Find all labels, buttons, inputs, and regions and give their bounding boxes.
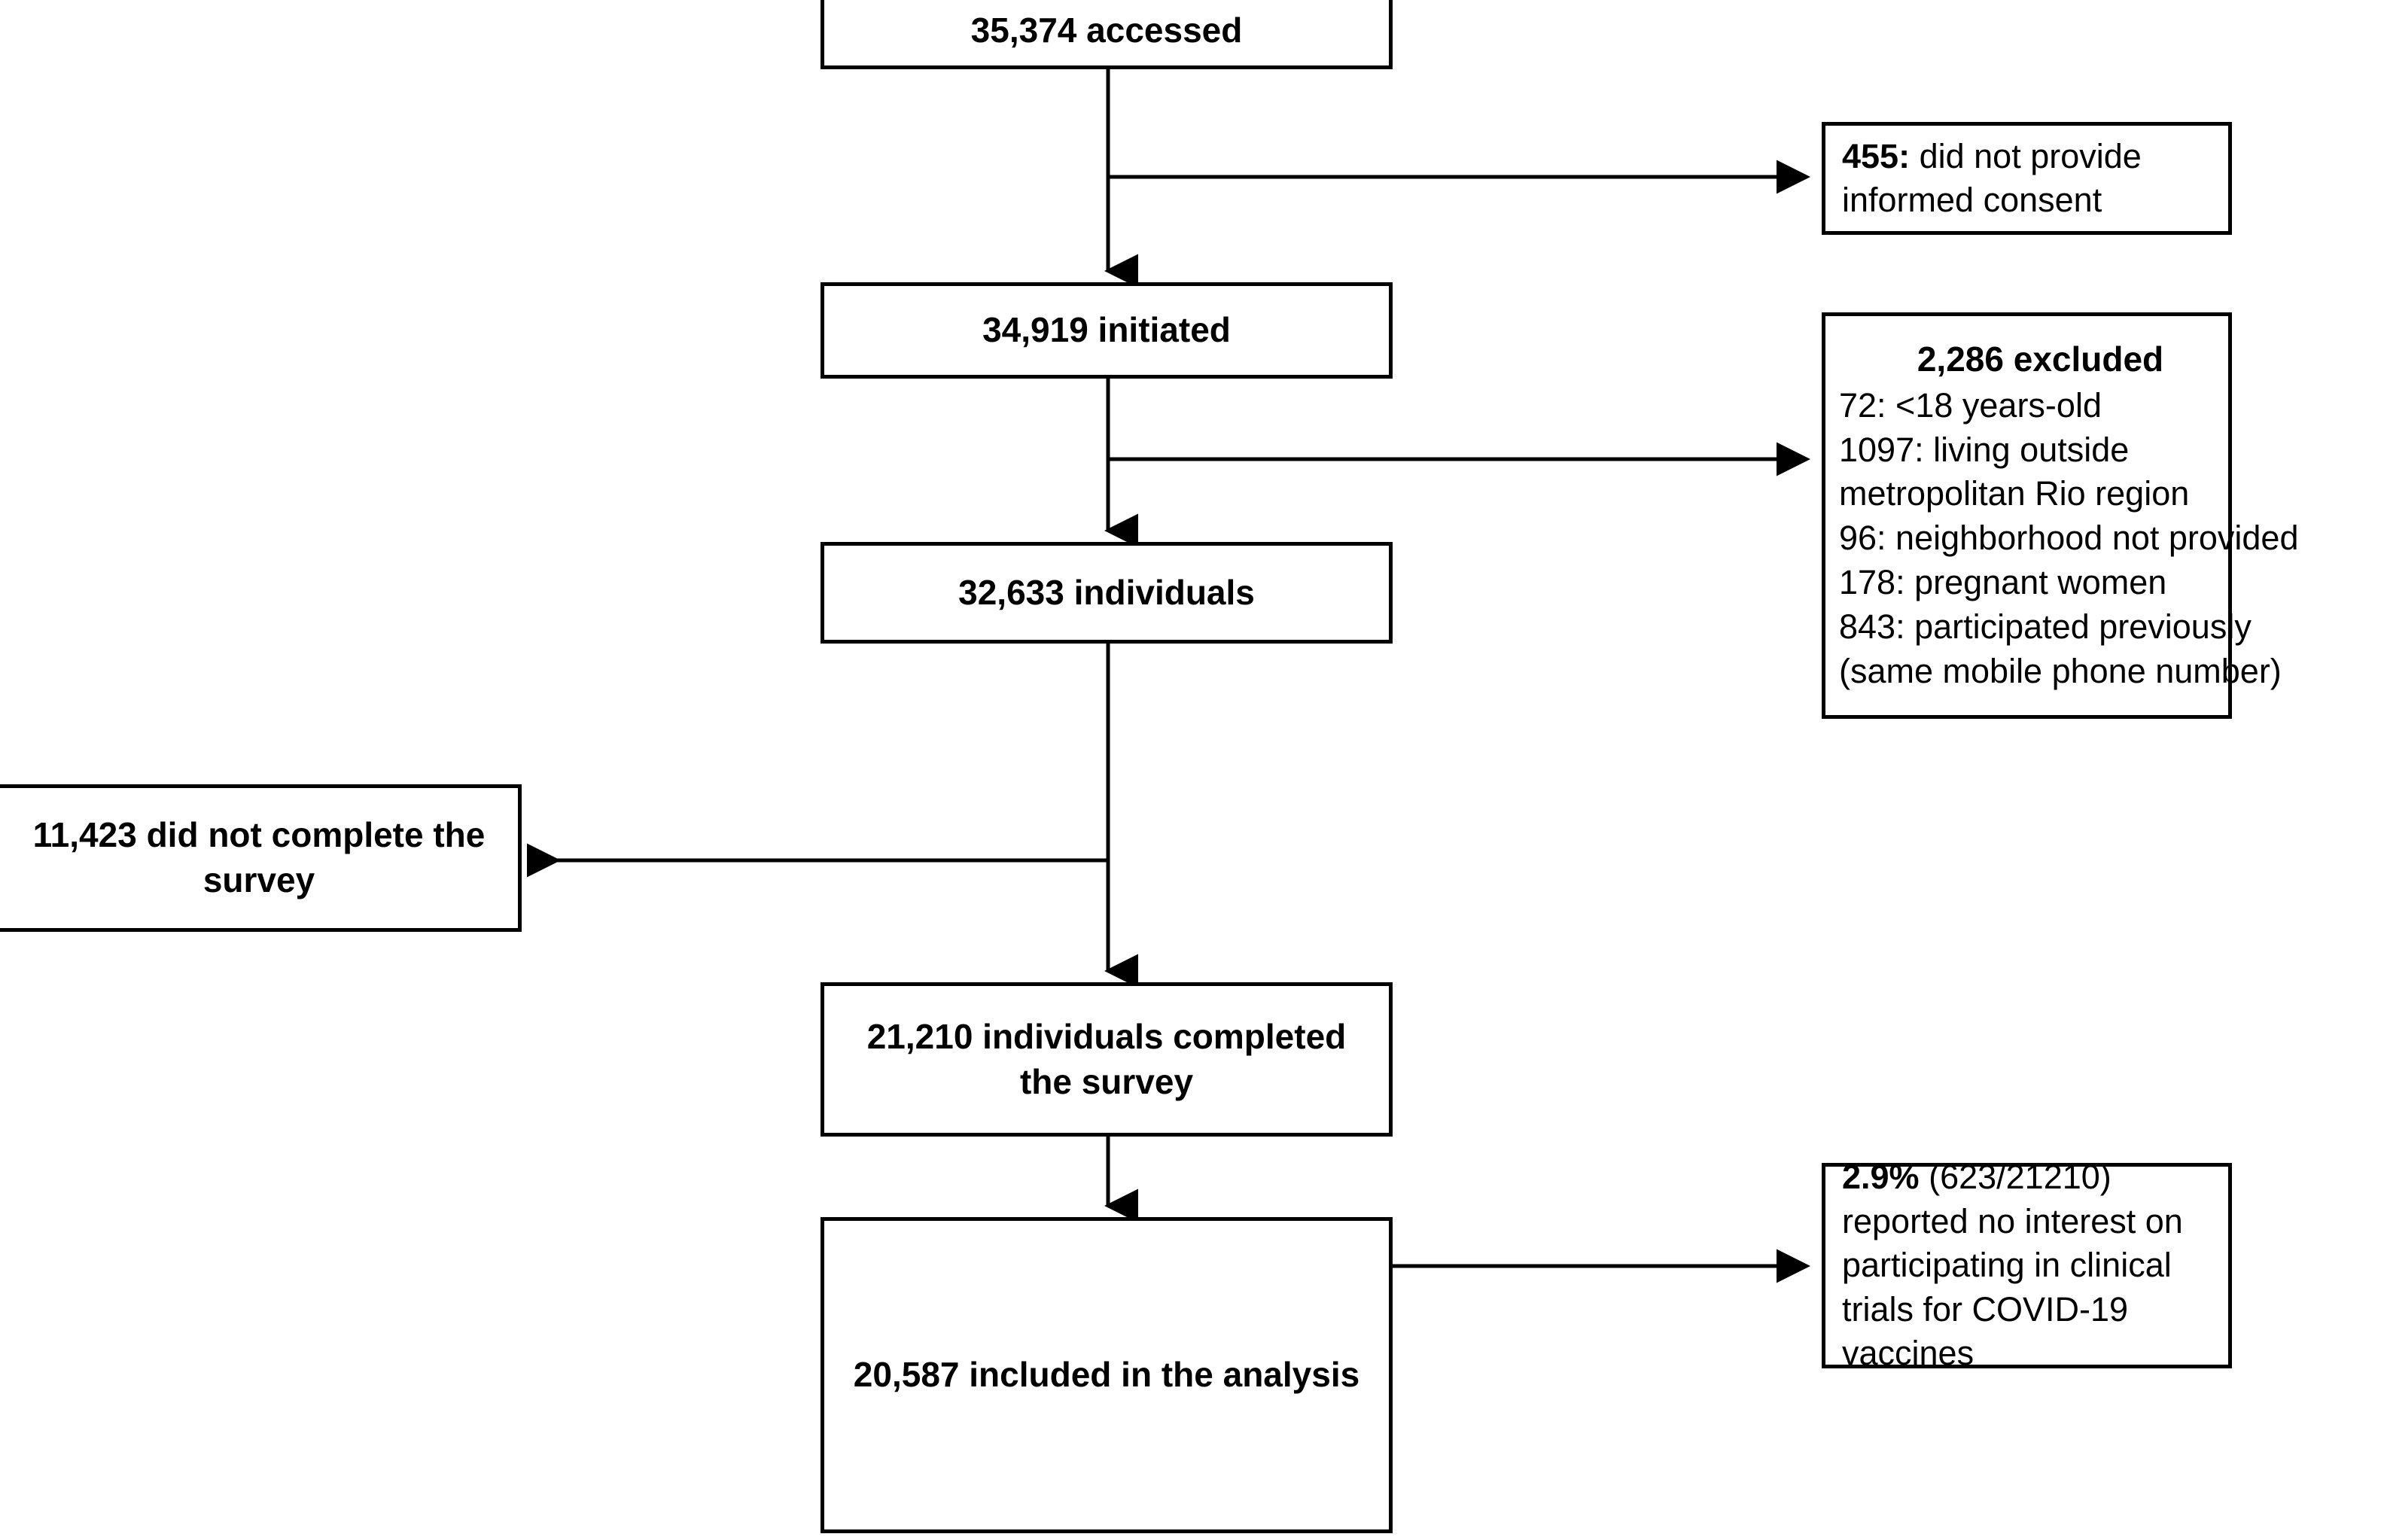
node-excluded-heading: 2,286 excluded — [1917, 339, 2164, 379]
node-not-completed-label: 11,423 did not complete the survey — [32, 815, 486, 899]
node-excluded-reason: 843: participated previously — [1839, 607, 2252, 647]
node-excluded-reason: 96: neighborhood not provided — [1839, 519, 2299, 558]
node-excluded-reason: 72: <18 years-old — [1839, 385, 2102, 425]
node-no-interest: 2.9% (623/21210) reported no interest on… — [1822, 1158, 2232, 1372]
node-initiated-label: 34,919 initiated — [982, 310, 1231, 350]
node-no-consent-reason: did not provide informed consent — [1842, 136, 2142, 220]
node-initiated: 34,919 initiated — [821, 282, 1393, 379]
node-completed-survey: 21,210 individuals completed the survey — [821, 982, 1393, 1137]
node-no-consent-count: 455: — [1842, 136, 1911, 175]
node-excluded-reason: 178: pregnant women — [1839, 563, 2167, 602]
node-accessed: 35,374 accessed — [821, 0, 1393, 69]
node-no-interest-reason: (623/21210) reported no interest on part… — [1842, 1158, 2183, 1373]
node-individuals: 32,633 individuals — [821, 542, 1393, 644]
node-no-interest-percent: 2.9% — [1842, 1158, 1920, 1197]
node-excluded-reason: metropolitan Rio region — [1839, 474, 2190, 513]
node-no-interest-text: 2.9% (623/21210) reported no interest on… — [1825, 1155, 2228, 1376]
node-no-consent-text: 455: did not provide informed consent — [1825, 135, 2228, 223]
node-no-consent: 455: did not provide informed consent — [1822, 122, 2232, 235]
node-excluded-reason: (same mobile phone number) — [1839, 652, 2282, 691]
node-excluded: 2,286 excluded 72: <18 years-old 1097: l… — [1822, 312, 2299, 719]
node-not-completed: 11,423 did not complete the survey — [0, 784, 522, 932]
node-included-analysis-label: 20,587 included in the analysis — [853, 1355, 1360, 1395]
node-completed-survey-label: 21,210 individuals completed the survey — [866, 1016, 1347, 1101]
node-included-analysis: 20,587 included in the analysis — [821, 1217, 1393, 1533]
node-accessed-label: 35,374 accessed — [970, 11, 1243, 50]
node-excluded-content: 2,286 excluded 72: <18 years-old 1097: l… — [1825, 337, 2299, 694]
node-individuals-label: 32,633 individuals — [958, 572, 1255, 612]
node-excluded-reason: 1097: living outside — [1839, 430, 2130, 469]
